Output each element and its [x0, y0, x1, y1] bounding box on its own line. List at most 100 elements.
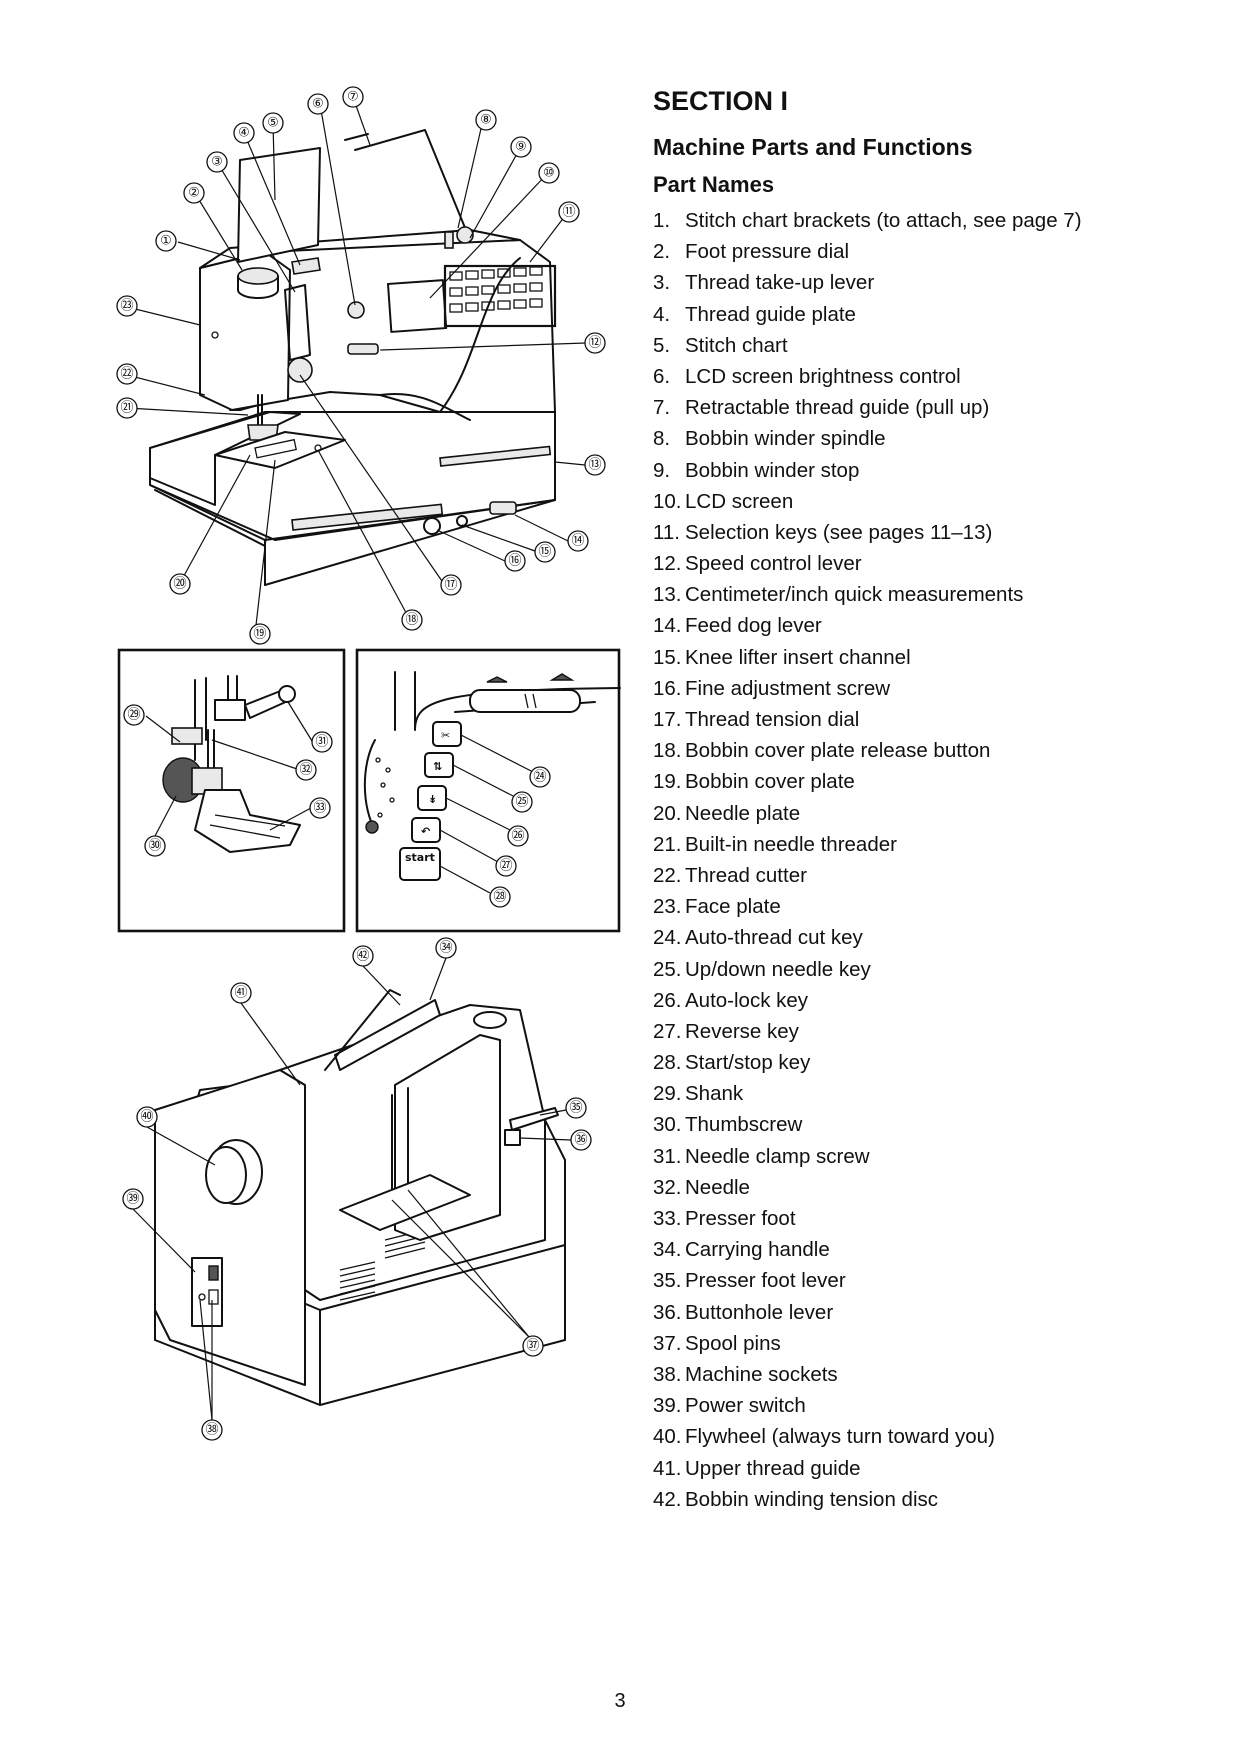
part-number: 30.: [653, 1113, 682, 1137]
part-number: 25.: [653, 957, 682, 981]
svg-text:㊱: ㊱: [574, 1133, 587, 1148]
part-label: Upper thread guide: [685, 1456, 861, 1480]
part-label: Auto-lock key: [685, 988, 809, 1012]
part-number: 22.: [653, 863, 682, 887]
list-item: 34.Carrying handle: [653, 1234, 1223, 1265]
part-label: Centimeter/inch quick measurements: [685, 583, 1024, 607]
part-number: 13.: [653, 583, 682, 607]
list-item: 35.Presser foot lever: [653, 1265, 1223, 1296]
part-label: Power switch: [685, 1394, 806, 1418]
rear-view-callouts: ㊷ ㉞ ㊶ ㊵ ㊴ ㊳ ㊲ ㉟ ㊱: [122, 937, 592, 1441]
part-number: 18.: [653, 739, 682, 763]
svg-text:⑭: ⑭: [571, 534, 584, 549]
part-number: 34.: [653, 1238, 682, 1262]
measurement-scale: [291, 503, 444, 531]
svg-text:㊳: ㊳: [205, 1423, 218, 1438]
part-number: 38.: [653, 1362, 682, 1386]
part-names-heading: Part Names: [653, 172, 775, 197]
part-number: 39.: [653, 1394, 682, 1418]
part-number: 3.: [653, 271, 671, 295]
svg-text:⑤: ⑤: [267, 116, 279, 131]
part-label: Speed control lever: [685, 552, 862, 576]
part-number: 31.: [653, 1144, 682, 1168]
part-label: Buttonhole lever: [685, 1300, 834, 1324]
svg-text:㉝: ㉝: [313, 801, 326, 816]
part-number: 8.: [653, 427, 671, 451]
list-item: 7.Retractable thread guide (pull up): [653, 392, 1223, 423]
part-number: 28.: [653, 1051, 682, 1075]
part-number: 17.: [653, 708, 682, 731]
part-label: Thread take-up lever: [685, 271, 875, 295]
machine-rear-view: [154, 989, 566, 1406]
svg-text:㉗: ㉗: [499, 859, 512, 874]
svg-text:㉟: ㉟: [569, 1101, 582, 1116]
svg-text:✂: ✂: [441, 729, 450, 742]
part-number: 29.: [653, 1082, 682, 1106]
svg-text:⑧: ⑧: [480, 113, 492, 128]
machine-illustrations: ① ② ③ ④ ⑤ ⑥ ⑦ ⑧ ⑨ ⑩ ⑪ ⑫ ⑬ ⑭ ⑮ ⑯ ⑰ ⑱ ⑲ ⑳ …: [116, 86, 621, 1441]
part-number: 1.: [653, 209, 671, 232]
list-item: 39.Power switch: [653, 1390, 1223, 1421]
list-item: 5.Stitch chart: [653, 330, 1223, 361]
list-item: 28.Start/stop key: [653, 1047, 1223, 1078]
part-number: 11.: [653, 520, 680, 544]
svg-text:㊵: ㊵: [140, 1110, 153, 1125]
part-names-list: 1.Stitch chart brackets (to attach, see …: [653, 205, 1223, 1515]
list-item: 25.Up/down needle key: [653, 954, 1223, 985]
svg-text:⑮: ⑮: [538, 545, 551, 560]
part-label: Thumbscrew: [685, 1113, 803, 1137]
part-number: 19.: [653, 770, 682, 794]
part-number: 40.: [653, 1425, 682, 1449]
list-item: 36.Buttonhole lever: [653, 1297, 1223, 1328]
svg-text:⑪: ⑪: [562, 205, 575, 220]
svg-text:↶: ↶: [421, 825, 430, 838]
part-label: Thread cutter: [685, 863, 807, 887]
part-label: Bobbin winding tension disc: [685, 1487, 938, 1511]
part-number: 21.: [653, 832, 682, 856]
svg-text:㉖: ㉖: [511, 829, 524, 844]
list-item: 15.Knee lifter insert channel: [653, 642, 1223, 673]
svg-text:㉒: ㉒: [120, 367, 133, 382]
svg-text:⑯: ⑯: [508, 554, 521, 569]
list-item: 42.Bobbin winding tension disc: [653, 1484, 1223, 1515]
svg-text:㊷: ㊷: [356, 949, 369, 964]
auto-thread-cut-key-icon: [432, 721, 462, 747]
part-label: Bobbin cover plate: [685, 770, 855, 794]
list-item: 29.Shank: [653, 1078, 1223, 1109]
fine-adjustment-screw-icon: [456, 515, 468, 527]
page-title: Machine Parts and Functions: [653, 134, 973, 160]
svg-text:⑰: ⑰: [444, 578, 457, 593]
list-item: 40.Flywheel (always turn toward you): [653, 1421, 1223, 1452]
svg-text:㉑: ㉑: [120, 401, 133, 416]
part-label: Shank: [685, 1082, 744, 1106]
svg-text:④: ④: [238, 126, 250, 141]
foot-pressure-dial-icon: [237, 267, 279, 285]
part-label: Reverse key: [685, 1019, 799, 1043]
list-item: 1.Stitch chart brackets (to attach, see …: [653, 205, 1223, 236]
part-label: Thread tension dial: [685, 708, 860, 731]
machine-front-view: [149, 129, 557, 586]
control-keys-detail: ✂ ⇅ ↡ ↶ start ㉔ ㉕ ㉖ ㉗ ㉘: [355, 648, 621, 933]
part-label: LCD screen brightness control: [685, 364, 961, 388]
part-label: Needle clamp screw: [685, 1144, 870, 1168]
list-item: 17.Thread tension dial: [653, 704, 1223, 735]
part-label: Needle: [685, 1175, 750, 1199]
svg-text:㉘: ㉘: [493, 890, 506, 905]
svg-text:⑫: ⑫: [588, 336, 601, 351]
svg-text:②: ②: [188, 186, 200, 201]
list-item: 38.Machine sockets: [653, 1359, 1223, 1390]
svg-text:㉕: ㉕: [515, 795, 528, 810]
lcd-screen-icon: [387, 279, 448, 333]
svg-text:㉔: ㉔: [533, 770, 546, 785]
list-item: 12.Speed control lever: [653, 548, 1223, 579]
svg-text:㉜: ㉜: [299, 763, 312, 778]
list-item: 3. Thread take-up lever: [653, 267, 1223, 298]
list-item: 8.Bobbin winder spindle: [653, 423, 1223, 454]
part-label: Machine sockets: [685, 1362, 838, 1386]
part-label: Stitch chart: [685, 333, 788, 357]
part-number: 27.: [653, 1019, 682, 1043]
svg-text:⑨: ⑨: [515, 140, 527, 155]
part-number: 2.: [653, 240, 671, 264]
list-item: 33.Presser foot: [653, 1203, 1223, 1234]
